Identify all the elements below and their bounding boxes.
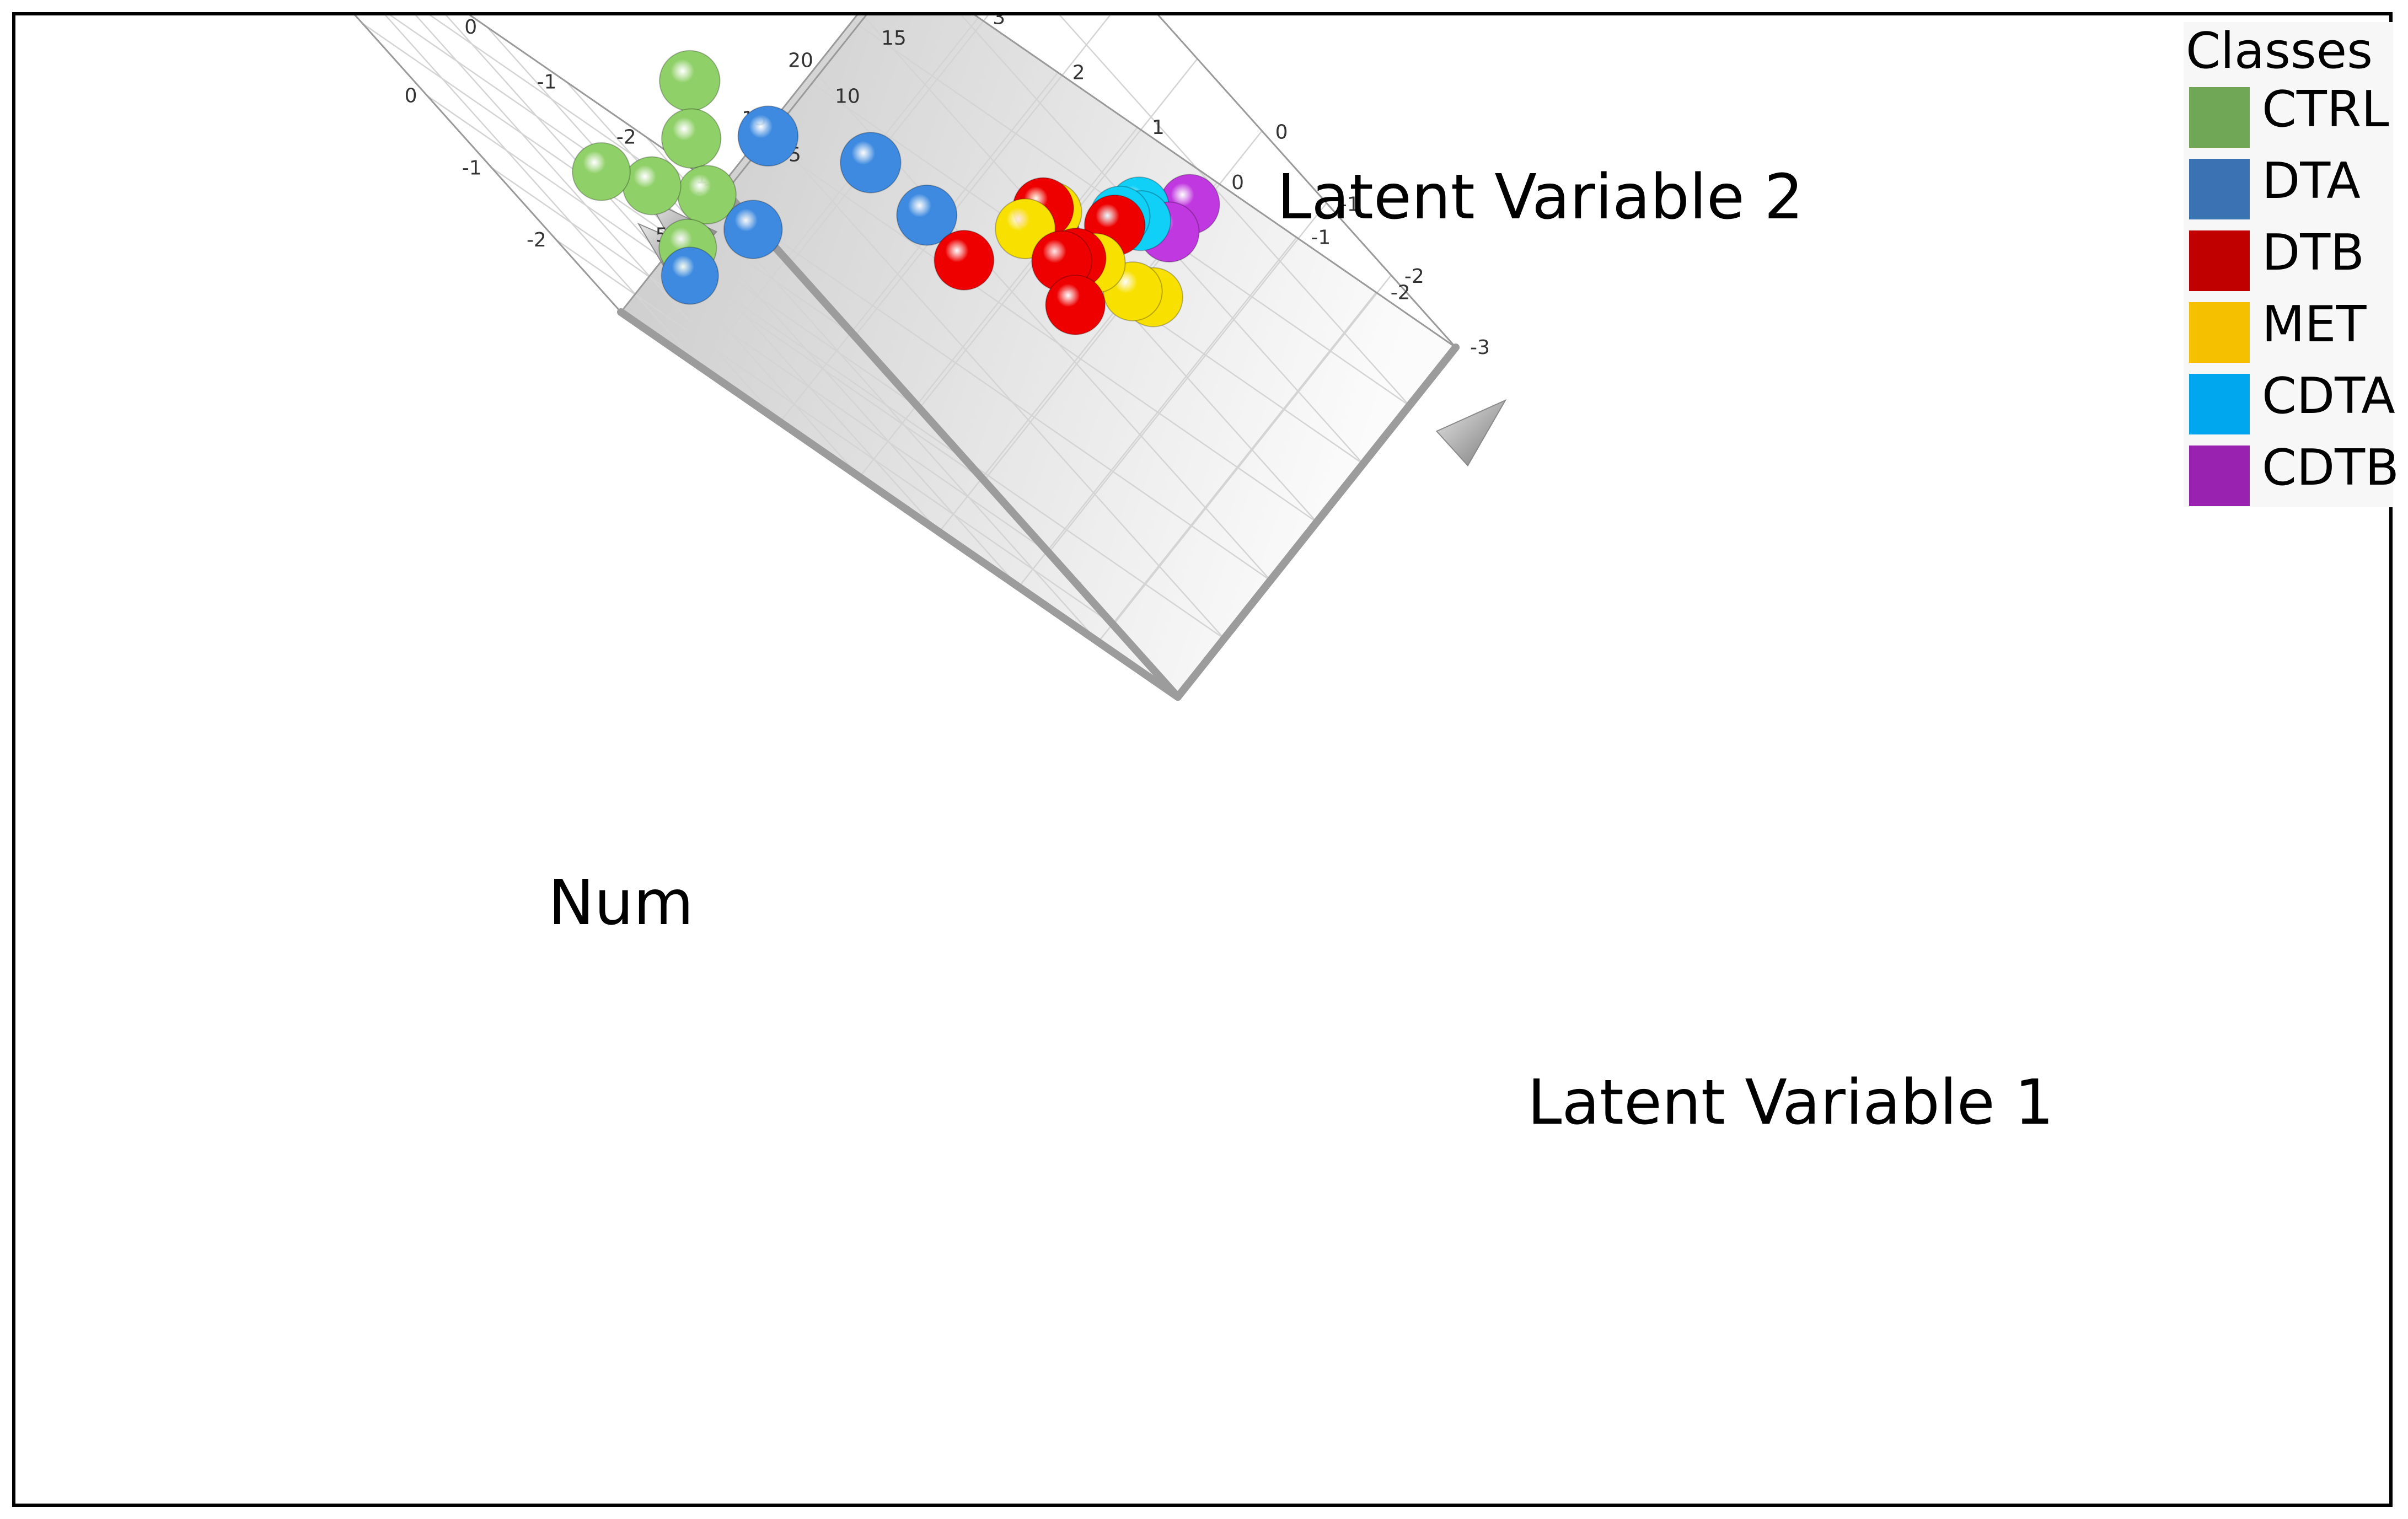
x-axis-arrowhead xyxy=(1435,399,1507,467)
data-point-ctrl xyxy=(661,108,722,169)
data-point-dta xyxy=(896,184,958,246)
y-tick-right: 1 xyxy=(1152,116,1165,139)
wall-grid-x xyxy=(667,253,1225,640)
data-point-dtb xyxy=(934,229,995,291)
legend-label-dtb: DTB xyxy=(2262,224,2365,282)
left-grid-z xyxy=(556,239,1114,626)
legend: Classes CTRL DTA DTB MET CDTA CDTB xyxy=(2184,22,2399,507)
legend-item-met: MET xyxy=(2189,296,2393,363)
floor-grid-x xyxy=(771,133,1225,640)
legend-label-ctrl: CTRL xyxy=(2262,80,2389,138)
data-point-ctrl xyxy=(622,156,682,216)
data-point-dta xyxy=(737,105,799,167)
y-tick-left: 0 xyxy=(464,16,477,39)
z-axis-title: Num xyxy=(548,867,694,939)
floor-grid-x xyxy=(1059,15,1410,406)
y-axis-line xyxy=(617,308,1182,701)
chart-frame: 5510101515202025253030-3-3-2-2-1-1001122… xyxy=(12,12,2393,1507)
y-axis-title: Latent Variable 2 xyxy=(1277,162,1804,233)
data-point-dta xyxy=(840,132,902,194)
wall-grid-y xyxy=(859,127,1138,477)
left-grid-y xyxy=(384,15,701,368)
left-grid-z xyxy=(362,23,920,409)
floor-grid-z xyxy=(790,15,989,265)
left-grid-y xyxy=(445,15,860,477)
data-point-dtb xyxy=(1045,275,1106,335)
y-tick-right: -1 xyxy=(1311,227,1331,249)
legend-label-cdta: CDTA xyxy=(2262,367,2395,425)
wall-grid-y xyxy=(779,72,1059,423)
legend-label-met: MET xyxy=(2262,296,2367,353)
y-tick-left: -1 xyxy=(537,71,557,94)
box-edge xyxy=(974,15,1456,348)
z-tick-lower: -2 xyxy=(1404,265,1424,288)
z-tick-lower: 0 xyxy=(1275,121,1288,143)
floor-grid-z xyxy=(1048,202,1327,554)
z-tick-upper: -2 xyxy=(527,229,546,251)
floor-grid-z xyxy=(854,15,1111,337)
wall-grid-x xyxy=(713,195,1271,581)
x-axis-title: Latent Variable 1 xyxy=(1527,1067,2054,1139)
left-grid-y xyxy=(415,15,781,423)
legend-swatch-dtb xyxy=(2189,230,2250,291)
box-edge xyxy=(1157,15,1457,348)
main-axes xyxy=(617,188,1507,701)
data-points xyxy=(572,50,1220,335)
wall-grid-y xyxy=(1018,237,1297,588)
wall-grid-x xyxy=(759,136,1317,523)
data-point-dta xyxy=(661,246,719,305)
box-edge xyxy=(354,15,622,313)
y-tick-left: -2 xyxy=(616,126,636,148)
legend-item-ctrl: CTRL xyxy=(2189,80,2393,148)
z-tick-upper: -1 xyxy=(462,157,482,179)
data-point-dta xyxy=(723,200,783,259)
floor-grid-z xyxy=(1112,275,1392,625)
legend-item-dta: DTA xyxy=(2189,152,2393,219)
box-edge xyxy=(469,15,726,193)
y-tick-right: 2 xyxy=(1072,61,1085,84)
left-grid-z xyxy=(491,167,1049,554)
x-axis-line xyxy=(1174,343,1460,701)
legend-item-cdtb: CDTB xyxy=(2189,439,2399,506)
left-grid-z xyxy=(389,15,855,337)
z-tick-upper: 0 xyxy=(405,84,417,107)
data-point-ctrl xyxy=(659,50,721,112)
legend-swatch-cdta xyxy=(2189,374,2250,434)
legend-swatch-ctrl xyxy=(2189,87,2250,148)
z-tick-lower: -1 xyxy=(1340,193,1360,216)
legend-swatch-cdtb xyxy=(2189,445,2250,506)
z-axis-line xyxy=(722,188,1182,701)
legend-label-dta: DTA xyxy=(2262,152,2361,210)
legend-label-cdtb: CDTB xyxy=(2262,439,2399,497)
axis-titles: Latent Variable 1 Latent Variable 2 Num xyxy=(548,162,2054,1139)
legend-title: Classes xyxy=(2186,22,2373,80)
plot-area: 5510101515202025253030-3-3-2-2-1-1001122… xyxy=(354,15,2054,1139)
y-tick-right: -3 xyxy=(1470,336,1490,359)
x-tick-top: 20 xyxy=(788,49,813,72)
wall-grid-y xyxy=(1097,292,1377,643)
x-tick-front: 10 xyxy=(835,85,860,108)
data-point-ctrl xyxy=(572,142,631,201)
legend-swatch-dta xyxy=(2189,159,2250,219)
legend-swatch-met xyxy=(2189,302,2250,363)
left-grid-y xyxy=(645,136,1099,643)
y-tick-right: 0 xyxy=(1231,171,1244,194)
y-tick-right: -2 xyxy=(1391,281,1411,304)
x-tick-front: 15 xyxy=(881,27,907,50)
legend-item-cdta: CDTA xyxy=(2189,367,2395,434)
legend-item-dtb: DTB xyxy=(2189,224,2393,291)
wall-grid-y xyxy=(700,17,979,368)
y-tick-right: 3 xyxy=(993,15,1005,29)
